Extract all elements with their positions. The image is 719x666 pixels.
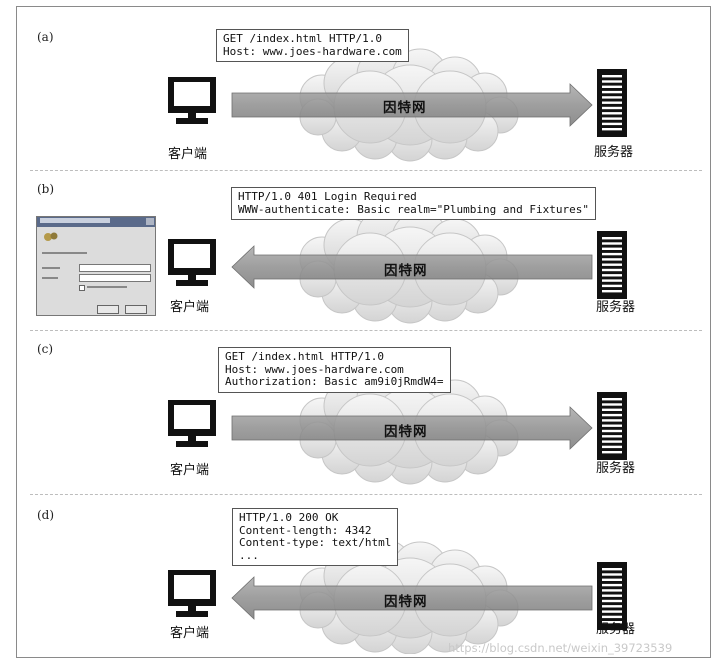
- panel-label: (b): [37, 182, 55, 196]
- server-icon: [597, 392, 627, 460]
- message-line: GET /index.html HTTP/1.0: [225, 350, 384, 363]
- network-label: 因特网: [384, 594, 428, 610]
- dialog-text-line: [42, 277, 58, 279]
- client-computer-icon: [168, 239, 216, 286]
- panel-b-scene: [168, 208, 627, 324]
- dialog-title-text: [40, 218, 110, 223]
- remember-checkbox: [79, 285, 85, 291]
- username-field: [79, 264, 151, 272]
- message-line: ...: [239, 548, 259, 562]
- message-line: Host: www.joes-hardware.com: [225, 362, 404, 376]
- server-label: 服务器: [596, 300, 636, 315]
- server-label: 服务器: [594, 145, 634, 160]
- client-computer-icon: [168, 400, 216, 447]
- watermark: https://blog.csdn.net/weixin_39723539: [448, 641, 673, 655]
- arrow: [231, 245, 593, 289]
- client-computer-icon: [168, 570, 216, 617]
- login-dialog-thumbnail: [36, 216, 156, 316]
- network-label: 因特网: [383, 100, 427, 116]
- server-label: 服务器: [596, 461, 636, 476]
- panel-label: (d): [37, 508, 55, 522]
- message-line: Authorization: Basic am9i0jRmdW4=: [225, 375, 444, 388]
- client-label: 客户端: [170, 463, 210, 478]
- client-label: 客户端: [170, 300, 210, 315]
- server-icon: [597, 69, 627, 137]
- dialog-text-line: [42, 267, 60, 269]
- message-line: Content-type: text/html: [239, 536, 392, 549]
- panel-a-scene: [168, 46, 627, 162]
- panel-divider: [30, 494, 702, 495]
- client-computer-icon: [168, 77, 216, 124]
- dialog-text-line: [42, 252, 87, 254]
- cancel-button: [125, 305, 147, 314]
- panel-label: (c): [37, 342, 54, 356]
- server-icon: [597, 562, 627, 630]
- password-field: [79, 274, 151, 282]
- panel-label: (a): [37, 30, 54, 44]
- message-line: HTTP/1.0 200 OK: [239, 511, 339, 524]
- close-icon: [146, 218, 154, 225]
- server-label: 服务器: [596, 622, 636, 637]
- message-line: Host: www.joes-hardware.com: [223, 44, 402, 58]
- message-line: Content-length: 4342: [239, 523, 372, 537]
- keys-icon: [44, 232, 58, 241]
- network-label: 因特网: [384, 263, 428, 279]
- arrow: [231, 406, 593, 450]
- arrow: [231, 576, 593, 620]
- dialog-text-line: [87, 286, 127, 288]
- panel-divider: [30, 330, 702, 331]
- client-label: 客户端: [170, 626, 210, 641]
- message-line: HTTP/1.0 401 Login Required: [238, 190, 417, 203]
- server-icon: [597, 231, 627, 299]
- message-line: WWW-authenticate: Basic realm="Plumbing …: [238, 202, 589, 216]
- network-label: 因特网: [384, 424, 428, 440]
- arrow: [231, 83, 593, 127]
- ok-button: [97, 305, 119, 314]
- figure-frame: [16, 6, 711, 658]
- client-label: 客户端: [168, 147, 208, 162]
- message-line: GET /index.html HTTP/1.0: [223, 32, 382, 45]
- panel-divider: [30, 170, 702, 171]
